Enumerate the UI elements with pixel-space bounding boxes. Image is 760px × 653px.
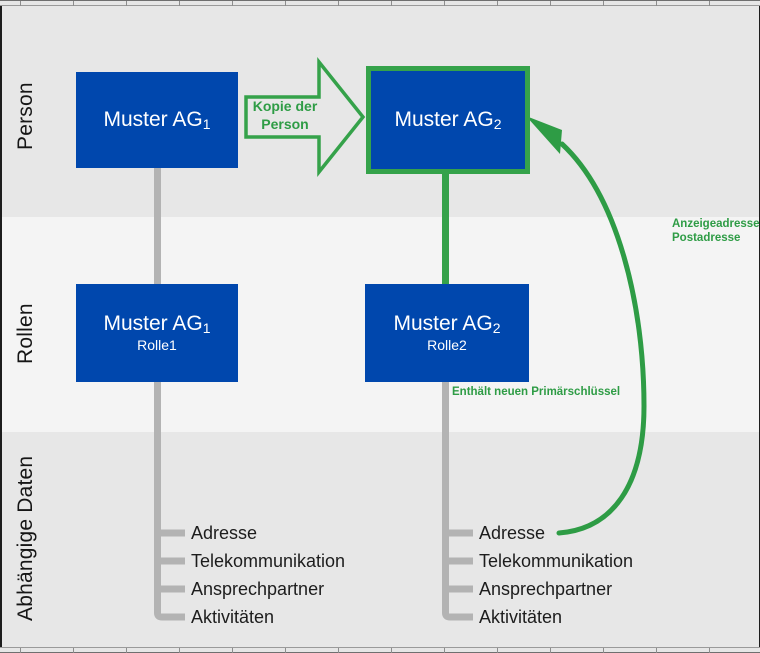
ruler-tick — [232, 648, 233, 653]
box-person-copy[interactable]: Muster AG2 — [366, 66, 530, 174]
box-rolle-copy[interactable]: Muster AG2 Rolle2 — [365, 284, 529, 382]
ruler-tick — [73, 1, 74, 7]
ruler-tick — [709, 648, 710, 653]
address-feedback-arrow — [526, 116, 647, 536]
ruler-tick — [20, 1, 21, 7]
box-person-original[interactable]: Muster AG1 — [76, 72, 238, 168]
leaf-label-right-adresse: Adresse — [479, 523, 546, 543]
ruler-top — [0, 0, 760, 7]
note-address-line2: Postadresse — [672, 231, 741, 244]
ruler-tick — [232, 1, 233, 7]
connector-rolle-to-data-right — [442, 378, 449, 536]
note-primary-key: Enthält neuen Primärschlüssel — [452, 386, 621, 398]
note-address-line1: Anzeigeadresse — [672, 218, 760, 230]
ruler-tick — [391, 1, 392, 7]
ruler-tick — [391, 648, 392, 653]
ruler-tick — [444, 648, 445, 653]
box-rolle-original-title: Muster AG1 — [103, 311, 211, 336]
bracket-left — [154, 526, 185, 621]
leaf-label-right-aktivitaeten: Aktivitäten — [479, 607, 563, 627]
copy-block-arrow — [244, 57, 366, 177]
connector-person-to-rolle-right — [442, 156, 449, 291]
ruler-tick — [656, 1, 657, 7]
box-rolle-original[interactable]: Muster AG1 Rolle1 — [76, 284, 238, 382]
ruler-tick — [126, 1, 127, 7]
ruler-tick — [603, 648, 604, 653]
ruler-tick — [497, 648, 498, 653]
ruler-tick — [709, 1, 710, 7]
ruler-tick — [179, 648, 180, 653]
leaf-label-left-ansprechpartner: Ansprechpartner — [191, 579, 325, 599]
copy-arrow-label: Kopie der Person — [250, 98, 320, 133]
diagram-overlay — [154, 57, 647, 621]
ruler-tick — [73, 648, 74, 653]
connector-person-to-rolle-left — [154, 156, 161, 296]
ruler-tick — [338, 1, 339, 7]
leaf-label-left-telekommunikation: Telekommunikation — [191, 551, 346, 571]
ruler-bottom — [0, 647, 760, 653]
ruler-tick — [444, 1, 445, 7]
ruler-tick — [285, 648, 286, 653]
note-address: Anzeigeadresse Postadresse — [672, 218, 760, 245]
leaf-label-left-aktivitaeten: Aktivitäten — [191, 607, 275, 627]
box-rolle-copy-title: Muster AG2 — [393, 311, 501, 336]
box-person-copy-title: Muster AG2 — [394, 107, 502, 132]
ruler-tick — [656, 648, 657, 653]
ruler-tick — [179, 1, 180, 7]
leaf-label-right-ansprechpartner: Ansprechpartner — [479, 579, 613, 599]
ruler-tick — [338, 648, 339, 653]
box-rolle-copy-sub: Rolle2 — [427, 337, 467, 354]
ruler-tick — [126, 648, 127, 653]
bracket-right — [442, 526, 473, 621]
ruler-tick — [285, 1, 286, 7]
leaf-label-right-telekommunikation: Telekommunikation — [479, 551, 634, 571]
copy-arrow-label-line2: Person — [261, 115, 309, 132]
copy-arrow-label-line1: Kopie der — [252, 98, 318, 114]
box-rolle-original-sub: Rolle1 — [137, 337, 177, 354]
ruler-tick — [497, 1, 498, 7]
ruler-tick — [20, 648, 21, 653]
band-abhaengige-daten — [2, 432, 759, 647]
leaf-label-left-adresse: Adresse — [191, 523, 258, 543]
box-person-original-title: Muster AG1 — [103, 107, 211, 132]
diagram-frame: Person Rollen Abhängige Daten — [0, 6, 760, 647]
ruler-tick — [603, 1, 604, 7]
ruler-tick — [550, 1, 551, 7]
ruler-tick — [550, 648, 551, 653]
connector-rolle-to-data-left — [154, 376, 161, 536]
